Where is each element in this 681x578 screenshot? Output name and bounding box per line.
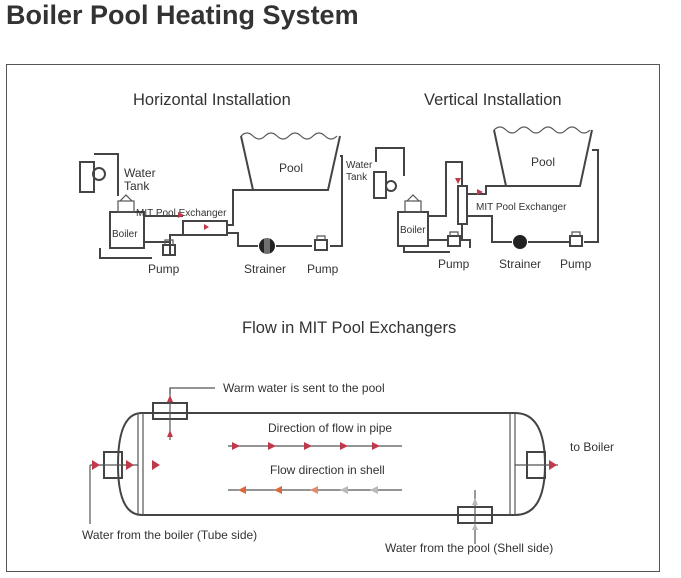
vertical-installation: Pool Water Tank Boiler MIT Pool Exchange… [346,126,599,271]
water-tank-label-2-vertical: Tank [346,172,368,183]
horizontal-installation: Pool Water Tank Boiler MIT Pool Exchange… [79,132,343,276]
to-boiler-label: to Boiler [570,440,614,454]
pool-basin-horizontal [240,135,341,191]
water-tank-gauge-vertical [385,180,397,192]
pool-water-waves-vertical [493,126,591,134]
strainer-label-horizontal: Strainer [244,262,286,276]
pool-in-arrow-1 [472,523,478,530]
flow-arrow-horizontal-1 [178,212,184,218]
water-tank-label-1-horizontal: Water [124,166,156,180]
pump-right-label-horizontal: Pump [307,262,339,276]
shell-direction-label: Flow direction in shell [270,463,385,477]
pipe-arrow-3 [304,442,312,450]
shell-arrow-4 [340,486,348,494]
pump-left-label-vertical: Pump [438,257,470,271]
horizontal-heading: Horizontal Installation [133,91,291,109]
from-pool-label: Water from the pool (Shell side) [385,541,553,555]
pump-right-label-vertical: Pump [560,257,592,271]
pipe-direction-label: Direction of flow in pipe [268,421,392,435]
pump-icon-horizontal-left [162,244,176,256]
pump-icon-vertical-left [447,235,461,247]
flow-heading: Flow in MIT Pool Exchangers [242,319,456,337]
strainer-icon-horizontal [259,238,275,254]
flow-arrow-vertical-2 [455,178,461,184]
shell-arrow-3 [310,486,318,494]
boiler-flue-horizontal [117,200,135,213]
pipe-arrow-5 [372,442,380,450]
page-title: Boiler Pool Heating System [6,0,359,30]
pump-left-label-horizontal: Pump [148,262,180,276]
pool-in-arrow-2 [472,498,478,505]
strainer-label-vertical: Strainer [499,257,541,271]
water-tank-body-vertical [373,171,387,199]
warm-water-label: Warm water is sent to the pool [223,381,385,395]
shell-arrow-2 [274,486,282,494]
pool-water-waves-horizontal [240,132,338,140]
boiler-label-horizontal: Boiler [112,229,138,240]
strainer-icon-vertical [513,235,527,249]
water-tank-label-2-horizontal: Tank [124,179,150,193]
exchanger-body-horizontal [182,220,228,236]
from-boiler-label: Water from the boiler (Tube side) [82,528,257,542]
boiler-in-arrow-3 [152,460,160,470]
flow-arrow-horizontal-2 [204,224,209,230]
exchanger-label-vertical: MIT Pool Exchanger [476,202,567,213]
pipe-arrow-4 [340,442,348,450]
water-tank-gauge-horizontal [92,167,106,181]
pump-icon-horizontal-right [314,239,328,251]
exchanger-cross-section: Warm water is sent to the pool Direction… [82,381,614,555]
warm-out-arrow-1 [167,395,173,402]
boiler-in-arrow-2 [126,460,134,470]
pipe-arrow-2 [268,442,276,450]
pool-label-horizontal: Pool [279,161,303,175]
boiler-in-arrow-1 [92,460,100,470]
to-boiler-arrow [549,460,557,470]
exchanger-label-horizontal: MIT Pool Exchanger [136,208,227,219]
boiler-flue-vertical [404,200,422,213]
pool-label-vertical: Pool [531,155,555,169]
warm-out-arrow-2 [167,430,173,437]
pipe-arrow-1 [232,442,240,450]
shell-arrow-1 [238,486,246,494]
pool-basin-vertical [493,129,593,187]
diagram-panel [6,64,660,572]
vertical-heading: Vertical Installation [424,91,562,109]
flow-arrow-vertical-1 [477,189,483,195]
pump-icon-vertical-right [569,235,583,247]
exchanger-body-vertical [457,185,468,225]
boiler-label-vertical: Boiler [400,225,426,236]
water-tank-body-horizontal [79,161,95,193]
shell-arrow-5 [370,486,378,494]
water-tank-label-1-vertical: Water [346,160,373,171]
